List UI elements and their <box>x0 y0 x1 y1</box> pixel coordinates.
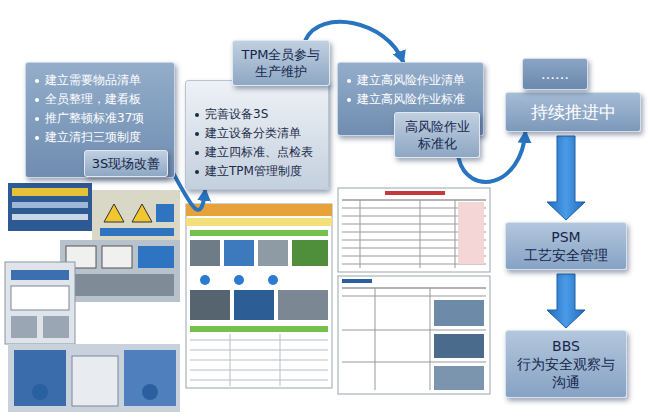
bullet-item: 建立高风险作业清单 <box>346 71 475 90</box>
illustration-shape <box>190 326 328 332</box>
illustration-shape <box>92 190 180 242</box>
illustration-shape <box>190 230 328 236</box>
bullet-item: 推广整顿标准37项 <box>34 109 166 128</box>
illustration-shape <box>430 288 431 390</box>
bullet-item: 建立TPM管理制度 <box>194 162 320 181</box>
node-text: TPM全员参与生产维护 <box>238 46 324 80</box>
illustration-shape <box>11 286 69 310</box>
bullet-item: 建立需要物品清单 <box>34 71 166 90</box>
stage-label: 3S现场改善 <box>84 150 168 177</box>
illustration-shape <box>338 276 490 394</box>
node-text: 持续推进中 <box>512 101 634 123</box>
illustration-shape <box>342 288 486 289</box>
bullet-item: 建立设备分类清单 <box>194 124 320 143</box>
illustration-shape <box>5 262 75 344</box>
risk-documents <box>338 188 490 394</box>
illustration-shape <box>338 188 490 272</box>
ellipsis-box: …… <box>522 58 588 90</box>
illustration-shape <box>186 204 332 388</box>
illustration-shape <box>14 350 66 406</box>
illustration-shape <box>8 183 92 231</box>
illustration-shape <box>375 288 376 390</box>
illustration-shape <box>190 340 328 341</box>
node-text: 高风险作业标准化 <box>400 118 474 152</box>
illustration-shape <box>342 279 372 283</box>
illustration-shape <box>11 270 69 280</box>
illustration-shape <box>190 380 328 381</box>
illustration-shape <box>268 275 278 285</box>
bullet-item: 全员整理，建看板 <box>34 90 166 109</box>
process-box: BBS行为安全观察与沟通 <box>505 330 627 398</box>
illustration-shape <box>190 290 230 320</box>
illustration-shape <box>100 228 174 236</box>
stage-box: 完善设备3S建立设备分类清单建立四标准、点检表建立TPM管理制度 <box>185 80 329 190</box>
illustration-shape <box>43 316 69 338</box>
illustration-shape <box>186 218 332 226</box>
process-box: PSM工艺安全管理 <box>505 222 627 270</box>
illustration-shape <box>342 200 486 201</box>
illustration-shape <box>455 200 456 268</box>
stage-label: 持续推进中 <box>505 92 641 132</box>
bullet-item: 建立高风险作业标准 <box>346 90 475 109</box>
stage-label: TPM全员参与生产维护 <box>232 40 330 86</box>
illustration-shape <box>434 334 484 358</box>
illustration-shape <box>124 350 176 406</box>
illustration-shape <box>234 275 244 285</box>
node-text: …… <box>527 65 583 83</box>
illustration-shape <box>142 384 158 400</box>
illustration-shape <box>190 360 328 361</box>
illustration-shape <box>12 214 88 220</box>
illustration-shape <box>186 204 332 216</box>
illustration-shape <box>434 366 484 390</box>
photo-collage <box>5 183 180 412</box>
illustration-shape <box>292 240 328 266</box>
illustration-shape <box>132 204 152 222</box>
illustration-shape <box>66 274 174 296</box>
illustration-shape <box>11 316 37 338</box>
illustration-shape <box>8 344 180 412</box>
illustration-shape <box>190 370 328 371</box>
illustration-shape <box>104 204 124 222</box>
block-arrow <box>547 274 585 328</box>
illustration-shape <box>420 200 421 268</box>
bullet-item: 建立四标准、点检表 <box>194 143 320 162</box>
illustration-shape <box>60 240 180 302</box>
illustration-shape <box>200 275 210 285</box>
node-text: 3S现场改善 <box>89 155 163 172</box>
bullet-item: 完善设备3S <box>194 105 320 124</box>
illustration-shape <box>12 202 88 208</box>
illustration-shape <box>234 290 274 320</box>
tpm-screenshot <box>186 204 332 388</box>
illustration-shape <box>72 356 118 406</box>
node-text: 行为安全观察与沟通 <box>512 355 620 391</box>
illustration-shape <box>360 200 361 268</box>
illustration-shape <box>385 191 445 195</box>
illustration-shape <box>190 240 220 266</box>
bullet-item: 建立清扫三项制度 <box>34 128 166 147</box>
illustration-shape <box>258 240 288 266</box>
illustration-shape <box>280 334 281 386</box>
illustration-shape <box>458 202 484 264</box>
illustration-shape <box>138 246 174 268</box>
node-text: PSM <box>512 228 620 246</box>
illustration-shape <box>278 290 328 320</box>
illustration-shape <box>102 246 132 268</box>
illustration-shape <box>342 296 486 297</box>
illustration-shape <box>156 204 174 222</box>
illustration-shape <box>230 334 231 386</box>
illustration-shape <box>12 188 88 196</box>
stage-label: 高风险作业标准化 <box>394 112 480 158</box>
illustration-shape <box>190 350 328 351</box>
node-text: BBS <box>512 337 620 355</box>
illustration-shape <box>224 240 254 266</box>
node-text: 工艺安全管理 <box>512 246 620 264</box>
illustration-shape <box>342 362 486 363</box>
block-arrow <box>547 136 585 220</box>
illustration-shape <box>32 384 48 400</box>
illustration-shape <box>434 300 484 326</box>
illustration-shape <box>342 330 486 331</box>
